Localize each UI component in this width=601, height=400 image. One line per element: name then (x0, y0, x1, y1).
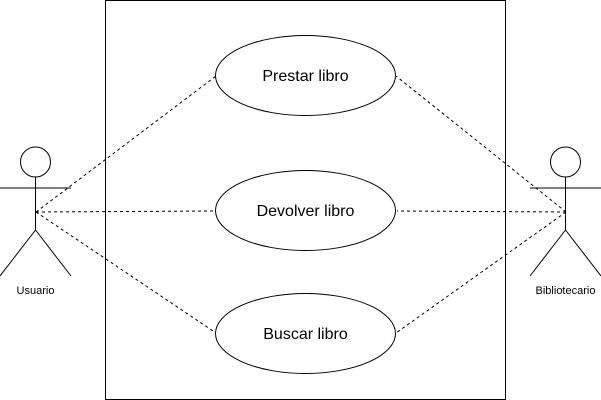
use-case-buscar-libro[interactable]: Buscar libro (215, 293, 396, 374)
actor-bibliotecario[interactable]: Bibliotecario (529, 146, 601, 297)
actor-label: Bibliotecario (536, 285, 596, 297)
use-case-prestar-libro[interactable]: Prestar libro (215, 35, 396, 116)
associations (35, 75, 567, 334)
association-usuario-prestar-libro (35, 75, 217, 213)
actor-usuario[interactable]: Usuario (0, 146, 72, 297)
use-case-ellipse (215, 35, 396, 116)
actor-label: Usuario (17, 285, 55, 297)
use-case-devolver-libro[interactable]: Devolver libro (215, 170, 396, 251)
use-case-label: Prestar libro (262, 68, 348, 85)
use-case-label: Buscar libro (263, 326, 348, 343)
association-bibliotecario-buscar-libro (395, 211, 567, 334)
use-case-ellipse (215, 293, 396, 374)
association-usuario-devolver-libro (35, 210, 216, 213)
association-bibliotecario-devolver-libro (396, 210, 567, 213)
use-case-ellipse (215, 170, 396, 251)
association-usuario-buscar-libro (35, 211, 217, 334)
association-bibliotecario-prestar-libro (395, 75, 567, 213)
stick-figure-icon (529, 146, 601, 277)
use-case-label: Devolver libro (257, 203, 355, 220)
stick-figure-icon (0, 146, 72, 277)
